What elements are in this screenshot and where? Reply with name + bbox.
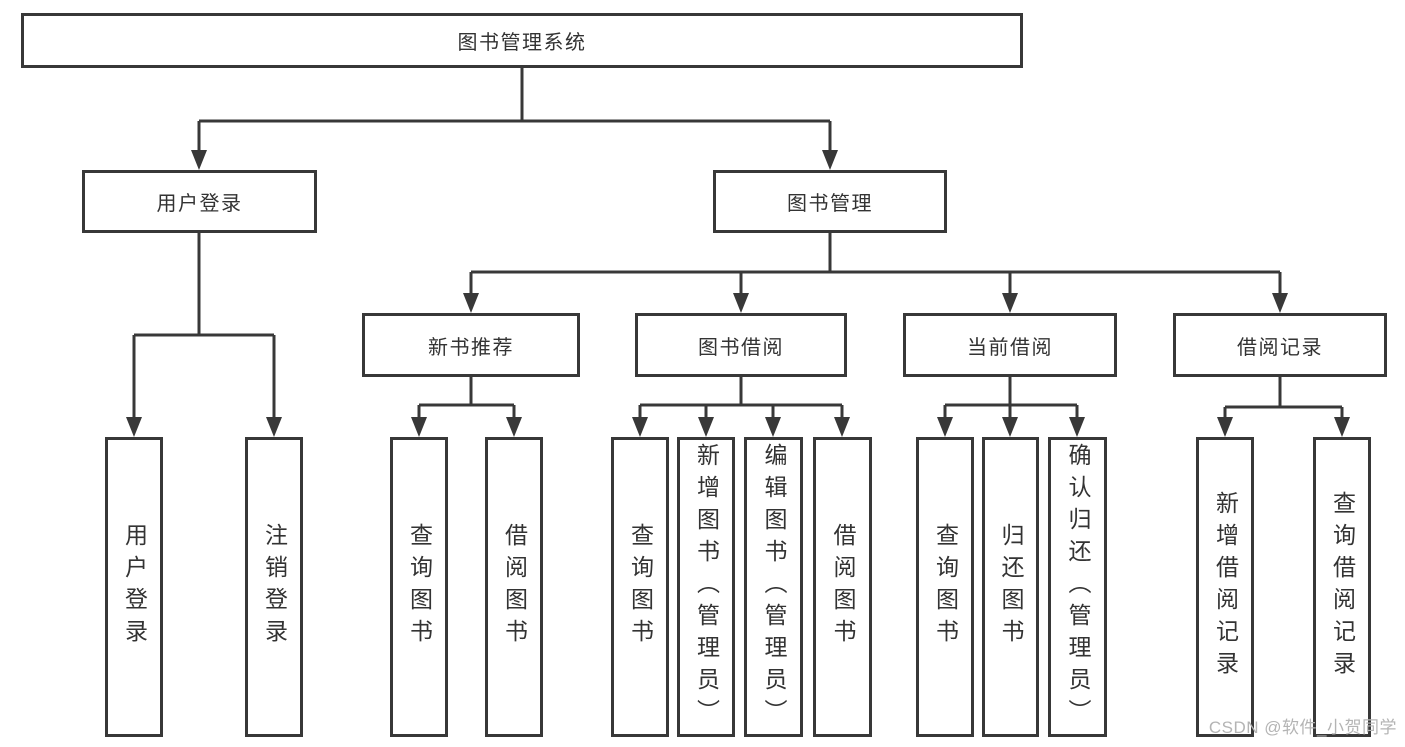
node-user-login: 用户登录 — [82, 170, 317, 233]
arrowhead — [937, 417, 1085, 437]
connector-book-borrow-to-leaves — [632, 377, 850, 437]
node-new-book-recommendation: 新书推荐 — [362, 313, 580, 377]
connector-current-borrow-to-leaves — [937, 377, 1085, 437]
node-root-library-management-system: 图书管理系统 — [21, 13, 1023, 68]
arrowhead — [463, 293, 1288, 313]
leaf-label: 归还图书 — [998, 523, 1024, 651]
leaf-label: 查询借阅记录 — [1329, 491, 1356, 683]
connector-user-login-to-leaves — [126, 233, 282, 437]
leaf-confirm-return-admin: 确认归还（管理员） — [1048, 437, 1107, 737]
connector-new-book-to-leaves — [411, 377, 522, 437]
node-borrowing-records: 借阅记录 — [1173, 313, 1387, 377]
leaf-query-books-borrow: 查询图书 — [611, 437, 669, 737]
leaf-label: 新增图书（管理员） — [693, 443, 720, 731]
leaf-label: 查询图书 — [627, 523, 654, 651]
leaf-label: 查询图书 — [406, 523, 433, 651]
leaf-label: 注销登录 — [261, 523, 288, 651]
leaf-borrow-books-newbook: 借阅图书 — [485, 437, 543, 737]
leaf-query-books-newbook: 查询图书 — [390, 437, 448, 737]
connector-book-management-to-level3 — [463, 233, 1288, 313]
arrowhead — [411, 417, 522, 437]
connector-borrow-records-to-leaves — [1217, 377, 1350, 437]
leaf-query-books-current: 查询图书 — [916, 437, 974, 737]
leaf-add-books-admin: 新增图书（管理员） — [677, 437, 735, 737]
node-book-management: 图书管理 — [713, 170, 947, 233]
node-current-borrowing: 当前借阅 — [903, 313, 1117, 377]
leaf-return-books: 归还图书 — [982, 437, 1039, 737]
leaf-label: 查询图书 — [932, 523, 959, 651]
connector-root-to-level2 — [191, 68, 838, 170]
leaf-label: 借阅图书 — [501, 523, 528, 651]
leaf-add-borrow-record: 新增借阅记录 — [1196, 437, 1254, 737]
arrowhead — [632, 417, 850, 437]
leaf-label: 编辑图书（管理员） — [761, 443, 787, 731]
node-book-borrowing: 图书借阅 — [635, 313, 847, 377]
leaf-label: 确认归还（管理员） — [1065, 443, 1091, 731]
leaf-edit-books-admin: 编辑图书（管理员） — [744, 437, 803, 737]
leaf-logout: 注销登录 — [245, 437, 303, 737]
leaf-user-login: 用户登录 — [105, 437, 163, 737]
arrowhead — [191, 150, 838, 170]
arrowhead — [126, 417, 282, 437]
leaf-label: 借阅图书 — [830, 523, 856, 651]
arrowhead — [1217, 417, 1350, 437]
leaf-label: 新增借阅记录 — [1212, 491, 1239, 683]
leaf-query-borrow-record: 查询借阅记录 — [1313, 437, 1371, 737]
leaf-borrow-books-borrow: 借阅图书 — [813, 437, 872, 737]
leaf-label: 用户登录 — [121, 523, 148, 651]
csdn-watermark: CSDN @软件_小贺同学 — [1208, 718, 1397, 737]
